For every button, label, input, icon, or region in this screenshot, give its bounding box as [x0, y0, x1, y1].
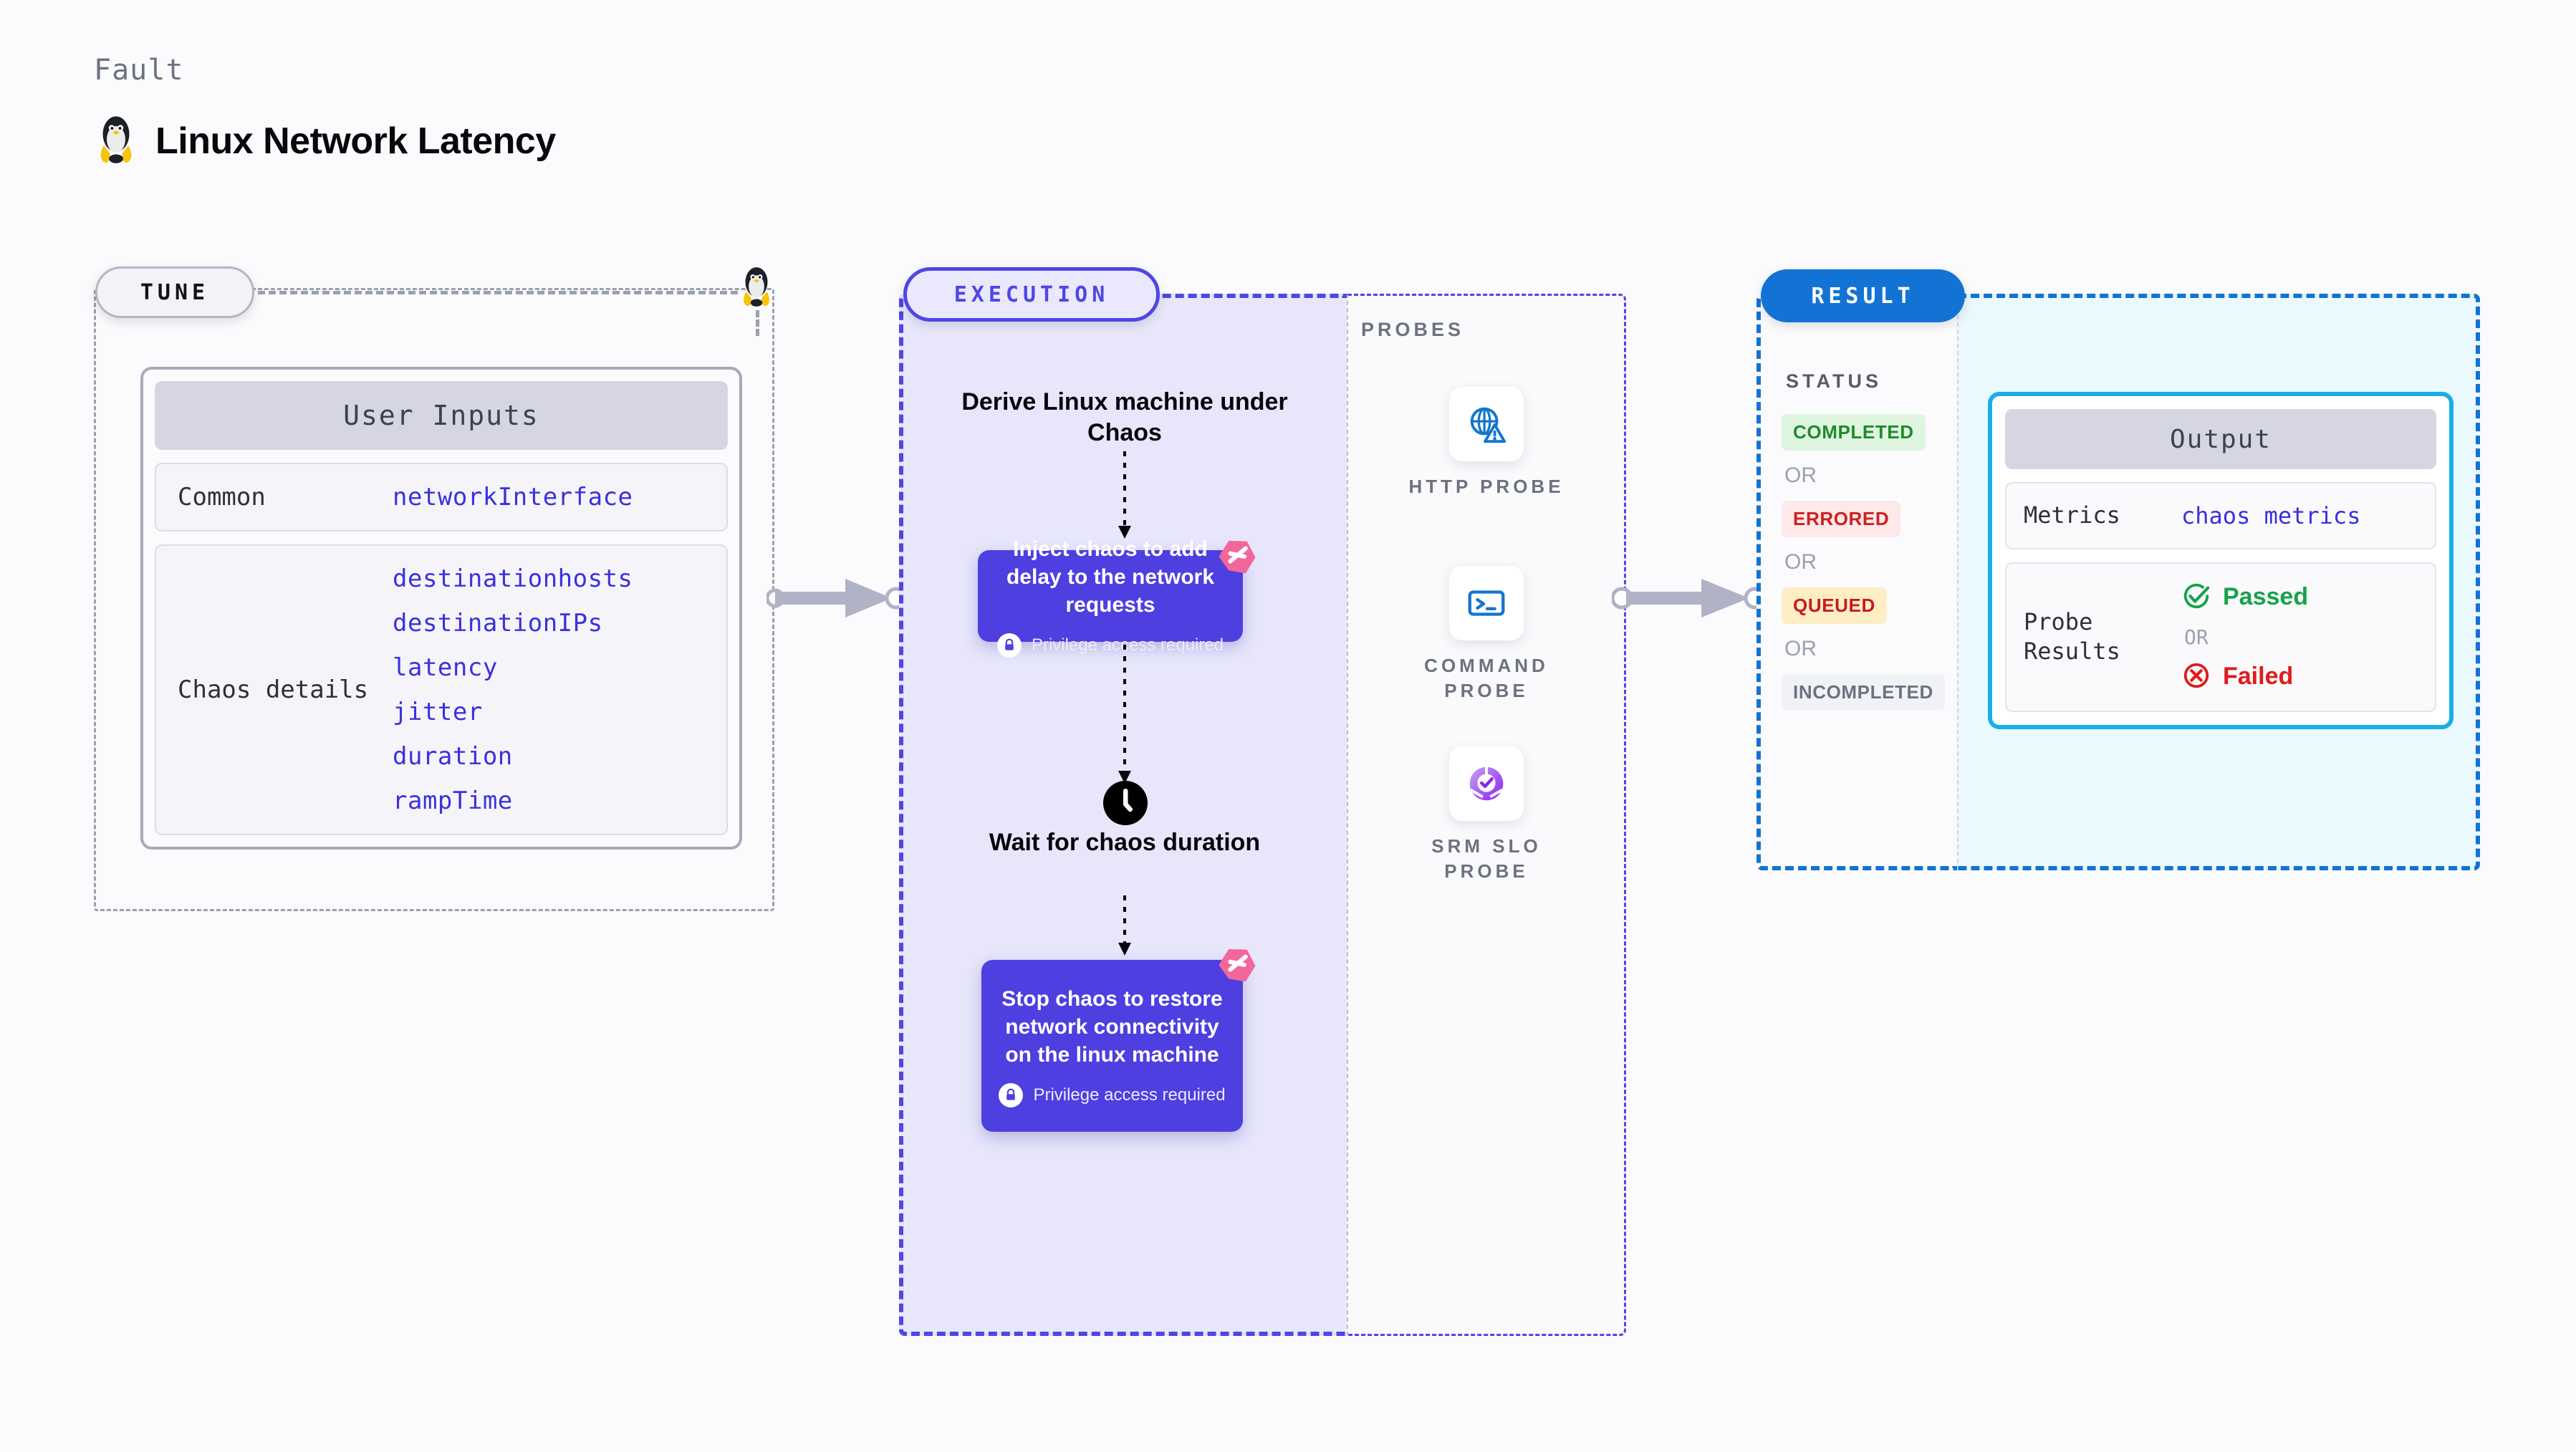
- status-badge-queued: QUEUED: [1782, 587, 1887, 624]
- output-value-metrics[interactable]: chaos metrics: [2181, 501, 2361, 529]
- step-title: Inject chaos to add delay to the network…: [1006, 537, 1215, 617]
- probe-result-failed-text: Failed: [2223, 663, 2294, 691]
- execution-step-inject-card[interactable]: Inject chaos to add delay to the network…: [978, 537, 1243, 658]
- row-label: Chaos details: [178, 675, 369, 704]
- terminal-icon: [1449, 566, 1524, 640]
- status-list: COMPLETED OR ERRORED OR QUEUED OR INCOMP…: [1782, 414, 1946, 711]
- input-param[interactable]: duration: [393, 742, 513, 771]
- linux-penguin-icon: [94, 115, 138, 168]
- probe-label: COMMAND PROBE: [1424, 655, 1549, 702]
- output-row-probe-results: Probe Results Passed OR: [2005, 562, 2436, 712]
- result-badge[interactable]: RESULT: [1761, 269, 1965, 322]
- input-param[interactable]: networkInterface: [393, 483, 633, 511]
- probe-result-passed: Passed: [2181, 581, 2308, 614]
- clock-icon: [1102, 779, 1149, 830]
- execution-step-wait-title: Wait for chaos duration: [989, 829, 1261, 856]
- user-inputs-row-common: Common networkInterface: [155, 463, 728, 532]
- page-header: Linux Network Latency: [94, 115, 556, 168]
- privilege-text: Privilege access required: [1031, 635, 1224, 655]
- row-label: Common: [178, 483, 266, 511]
- harness-logo-icon: [1219, 949, 1256, 982]
- flow-arrow-inject-to-wait: [1118, 645, 1131, 784]
- lock-icon: [999, 1082, 1024, 1107]
- slo-donut-check-icon: [1449, 746, 1524, 821]
- probe-result-or: OR: [2184, 625, 2209, 649]
- probe-command[interactable]: COMMAND PROBE: [1393, 566, 1580, 703]
- x-circle-icon: [2181, 660, 2211, 693]
- input-param[interactable]: jitter: [393, 698, 483, 726]
- result-status-section: [1756, 294, 1957, 870]
- input-param[interactable]: latency: [393, 653, 498, 682]
- output-row-metrics: Metrics chaos metrics: [2005, 482, 2436, 549]
- user-inputs-title: User Inputs: [155, 381, 728, 450]
- status-or-2: OR: [1784, 550, 1817, 574]
- probes-label: PROBES: [1361, 319, 1465, 340]
- status-label: STATUS: [1786, 370, 1882, 392]
- linux-penguin-icon: [738, 266, 775, 310]
- flow-arrow-wait-to-stop: [1118, 895, 1131, 956]
- lock-icon: [996, 633, 1022, 658]
- status-badge-errored: ERRORED: [1782, 501, 1901, 537]
- status-badge-incompleted: INCOMPLETED: [1782, 674, 1945, 711]
- globe-warning-icon: [1449, 387, 1524, 461]
- flow-arrow-derive-to-inject: [1118, 451, 1131, 539]
- row-values: networkInterface: [393, 483, 633, 511]
- check-circle-icon: [2181, 581, 2211, 614]
- page-eyebrow: Fault: [94, 54, 184, 87]
- status-badge-completed: COMPLETED: [1782, 414, 1926, 451]
- tune-connector-line-vertical: [756, 310, 759, 336]
- output-label-metrics: Metrics: [2024, 501, 2120, 529]
- execution-badge[interactable]: EXECUTION: [903, 267, 1160, 322]
- output-label-probe-results: Probe Results: [2024, 607, 2120, 665]
- user-inputs-row-chaos-details: Chaos details destinationhosts destinati…: [155, 544, 728, 835]
- output-title: Output: [2005, 409, 2436, 469]
- probe-result-passed-text: Passed: [2223, 583, 2309, 611]
- step-title: Stop chaos to restore network connectivi…: [1001, 986, 1223, 1067]
- arrow-tune-to-execution: [766, 579, 908, 617]
- row-values: destinationhosts destinationIPs latency …: [393, 564, 633, 815]
- input-param[interactable]: rampTime: [393, 787, 513, 815]
- output-card: Output Metrics chaos metrics Probe Resul…: [1988, 392, 2454, 729]
- probe-result-failed: Failed: [2181, 660, 2308, 693]
- probe-label: SRM SLO PROBE: [1431, 835, 1542, 883]
- arrow-execution-to-result: [1612, 579, 1767, 617]
- privilege-text: Privilege access required: [1033, 1085, 1226, 1105]
- tune-connector-line: [258, 291, 738, 294]
- status-or-1: OR: [1784, 463, 1817, 487]
- privilege-notice: Privilege access required: [999, 1082, 1226, 1107]
- probe-label: HTTP PROBE: [1408, 476, 1565, 497]
- input-param[interactable]: destinationIPs: [393, 609, 603, 638]
- harness-logo-icon: [1219, 541, 1256, 574]
- execution-step-stop-card[interactable]: Stop chaos to restore network connectivi…: [981, 960, 1243, 1132]
- probe-http[interactable]: HTTP PROBE: [1393, 387, 1580, 499]
- execution-step-derive: Derive Linux machine under Chaos: [961, 388, 1288, 446]
- user-inputs-card: User Inputs Common networkInterface Chao…: [140, 367, 742, 850]
- status-or-3: OR: [1784, 637, 1817, 660]
- page-title: Linux Network Latency: [155, 120, 556, 162]
- probe-result-values: Passed OR Failed: [2181, 581, 2308, 693]
- privilege-notice: Privilege access required: [996, 633, 1224, 658]
- input-param[interactable]: destinationhosts: [393, 564, 633, 593]
- probe-srm-slo[interactable]: SRM SLO PROBE: [1393, 746, 1580, 884]
- tune-badge[interactable]: TUNE: [95, 266, 254, 318]
